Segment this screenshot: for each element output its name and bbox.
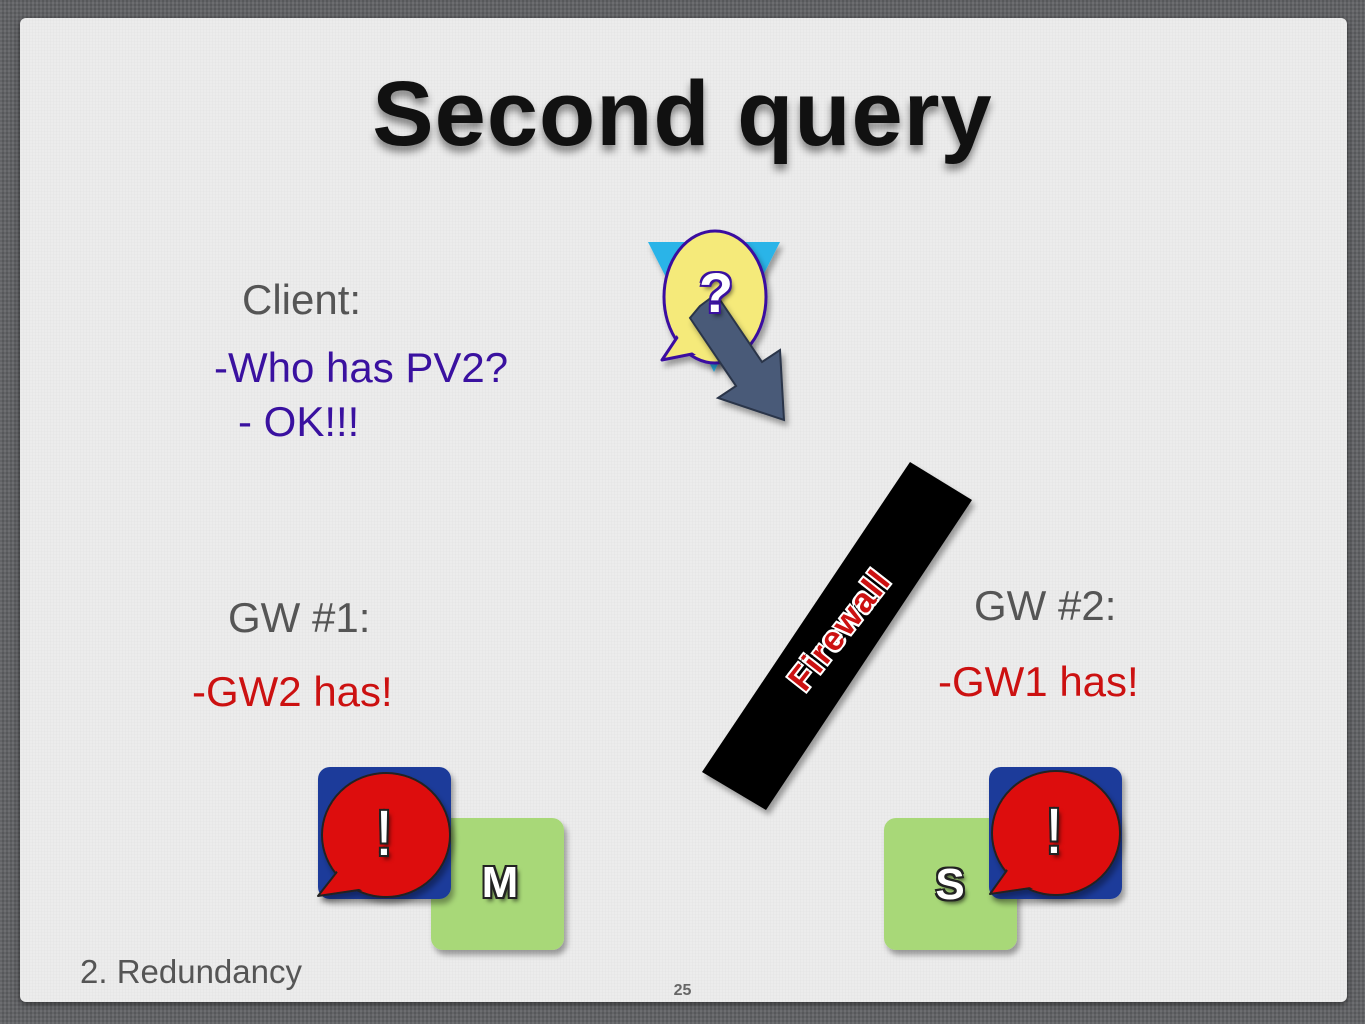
gw2-alert-bubble — [989, 770, 1121, 896]
query-arrow — [688, 292, 786, 422]
client-answer: - OK!!! — [238, 398, 360, 445]
gw2-slave-box — [884, 818, 1017, 950]
query-mark: ? — [698, 261, 734, 324]
gw2-heading: GW #2: — [974, 582, 1117, 629]
firewall-bar — [702, 462, 972, 810]
gw1-master-box — [431, 818, 564, 950]
footer-section-label: 2. Redundancy — [80, 953, 302, 990]
slide-title: Second query — [372, 63, 993, 165]
client-question: -Who has PV2? — [214, 344, 509, 391]
gw1-alert-bubble — [317, 772, 451, 898]
gw1-reply: -GW2 has! — [192, 668, 393, 715]
gw1-alert-mark: ! — [375, 797, 393, 869]
gw2-box-label: S — [935, 860, 965, 909]
slide-background — [20, 18, 1347, 1002]
gw2-alert-mark: ! — [1045, 795, 1063, 867]
gw2-reply: -GW1 has! — [938, 658, 1139, 705]
gw1-box-label: M — [481, 858, 519, 907]
page-number: 25 — [673, 982, 692, 999]
gw1-heading: GW #1: — [228, 594, 371, 641]
client-heading: Client: — [242, 276, 362, 323]
